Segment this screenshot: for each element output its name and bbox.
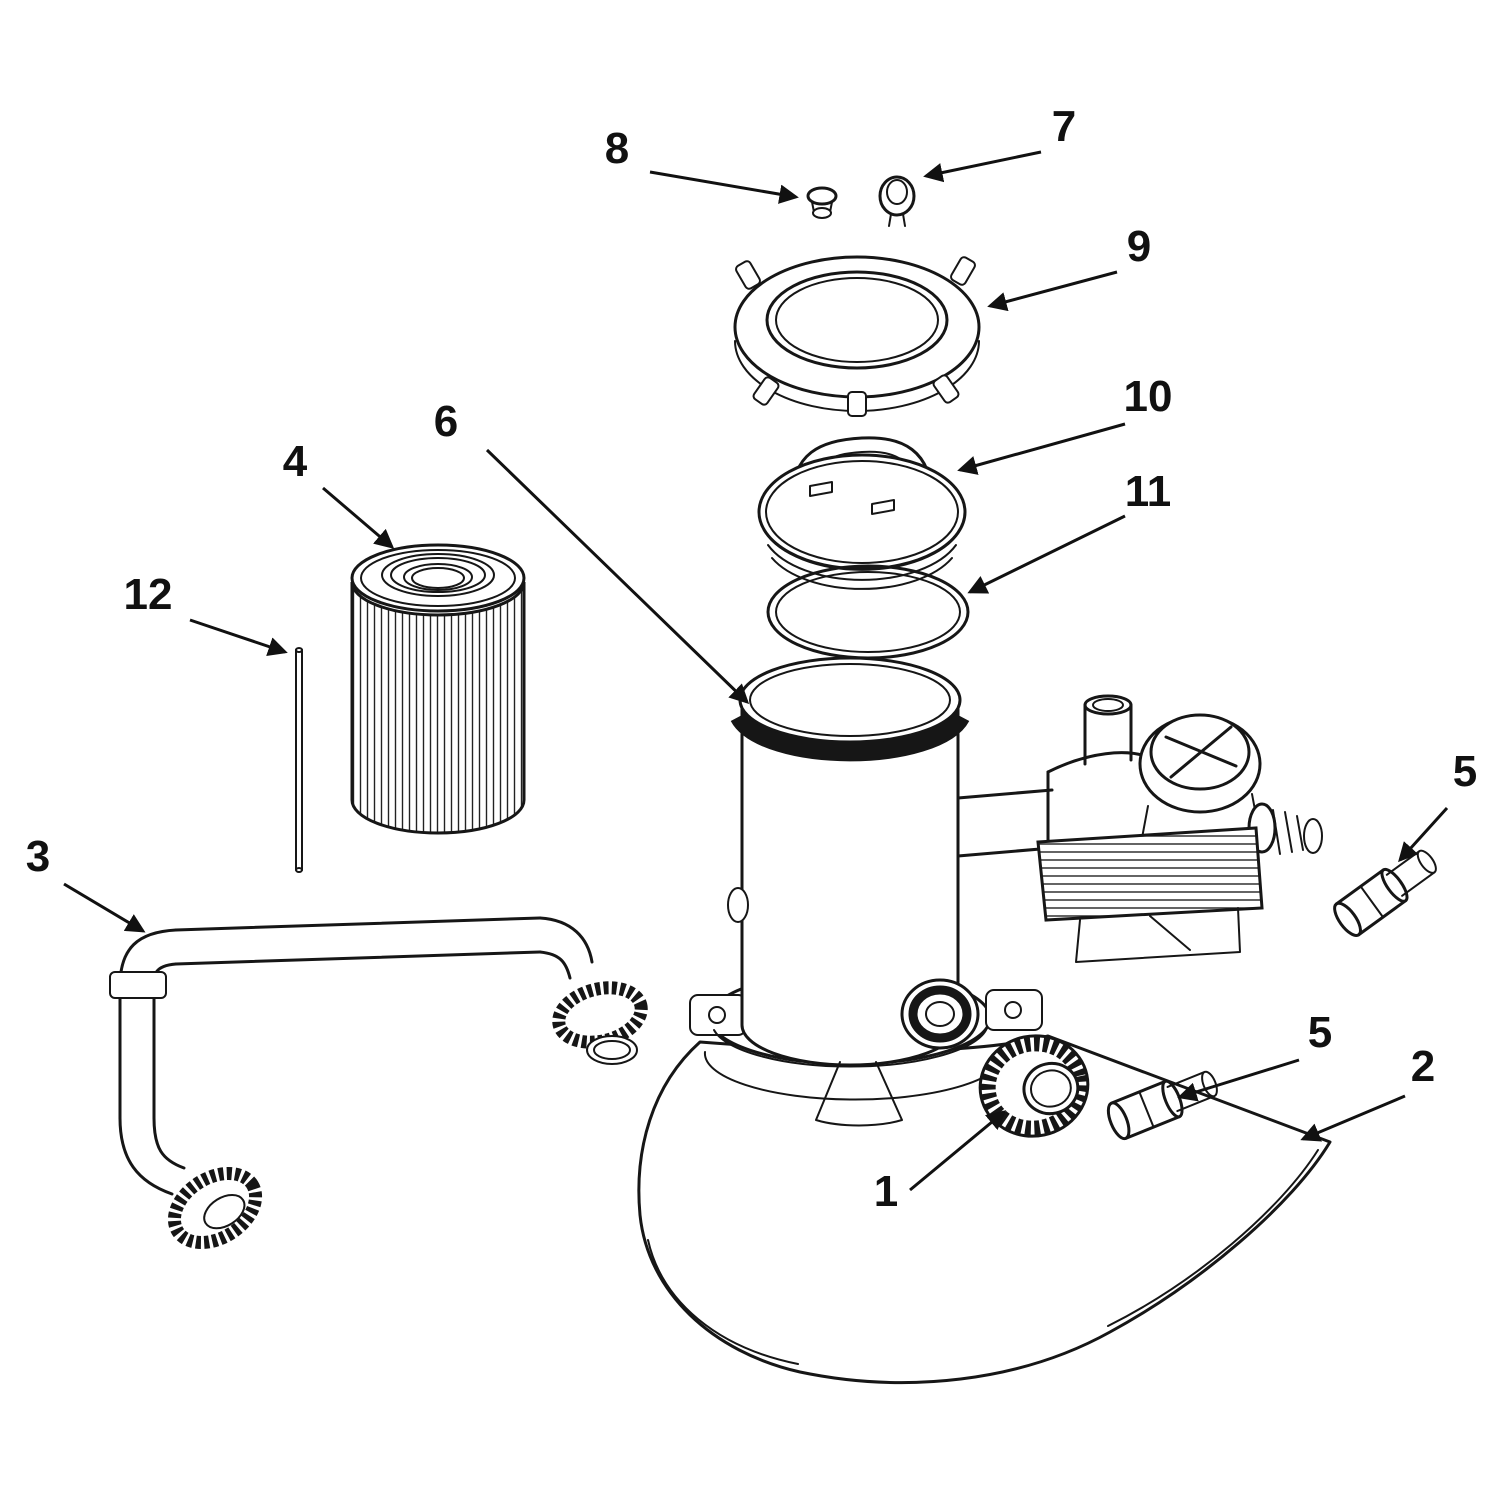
leader-5b xyxy=(1177,1058,1300,1102)
pipe-assembly xyxy=(109,916,648,1250)
leader-7 xyxy=(923,150,1042,183)
o-ring xyxy=(766,564,970,660)
callout-11: 11 xyxy=(1125,467,1172,516)
leader-10 xyxy=(957,422,1126,475)
callout-1: 1 xyxy=(874,1167,898,1216)
leader-6 xyxy=(485,448,750,705)
leader-9 xyxy=(987,270,1118,312)
pump-assembly xyxy=(956,694,1323,963)
callout-2: 2 xyxy=(1411,1042,1435,1091)
valve-cap xyxy=(878,175,916,227)
callout-4: 4 xyxy=(283,437,308,486)
callout-8: 8 xyxy=(605,124,629,173)
callout-5a: 5 xyxy=(1453,747,1477,796)
leader-2 xyxy=(1300,1094,1406,1142)
tank-lid xyxy=(757,436,967,590)
leader-4 xyxy=(322,486,395,549)
callout-5b: 5 xyxy=(1308,1008,1332,1057)
callout-3: 3 xyxy=(26,832,50,881)
base-plate xyxy=(637,1034,1332,1385)
leader-11 xyxy=(967,514,1126,594)
hose-adapter-upper xyxy=(1328,841,1445,941)
pump-lid-cross-handle-icon xyxy=(1164,725,1238,779)
lock-ring xyxy=(733,255,981,417)
callout-labels: 8 7 9 10 11 6 4 12 3 5 5 1 2 xyxy=(26,102,1477,1216)
air-release-valve xyxy=(806,186,838,219)
standpipe-rod xyxy=(295,647,303,873)
filter-tank-body xyxy=(689,656,1043,1127)
callout-12: 12 xyxy=(124,570,173,619)
filter-cartridge xyxy=(350,543,526,835)
drain-knob xyxy=(978,1034,1090,1138)
tank-front-port xyxy=(900,978,980,1050)
leader-3 xyxy=(63,882,146,933)
callout-9: 9 xyxy=(1127,222,1151,271)
leader-8 xyxy=(649,170,799,204)
leader-5a xyxy=(1398,806,1449,863)
callout-10: 10 xyxy=(1124,372,1173,421)
leader-lines xyxy=(63,150,1449,1192)
leader-1 xyxy=(909,1110,1007,1192)
leader-12 xyxy=(189,618,288,656)
callout-7: 7 xyxy=(1052,102,1076,151)
callout-6: 6 xyxy=(434,397,458,446)
